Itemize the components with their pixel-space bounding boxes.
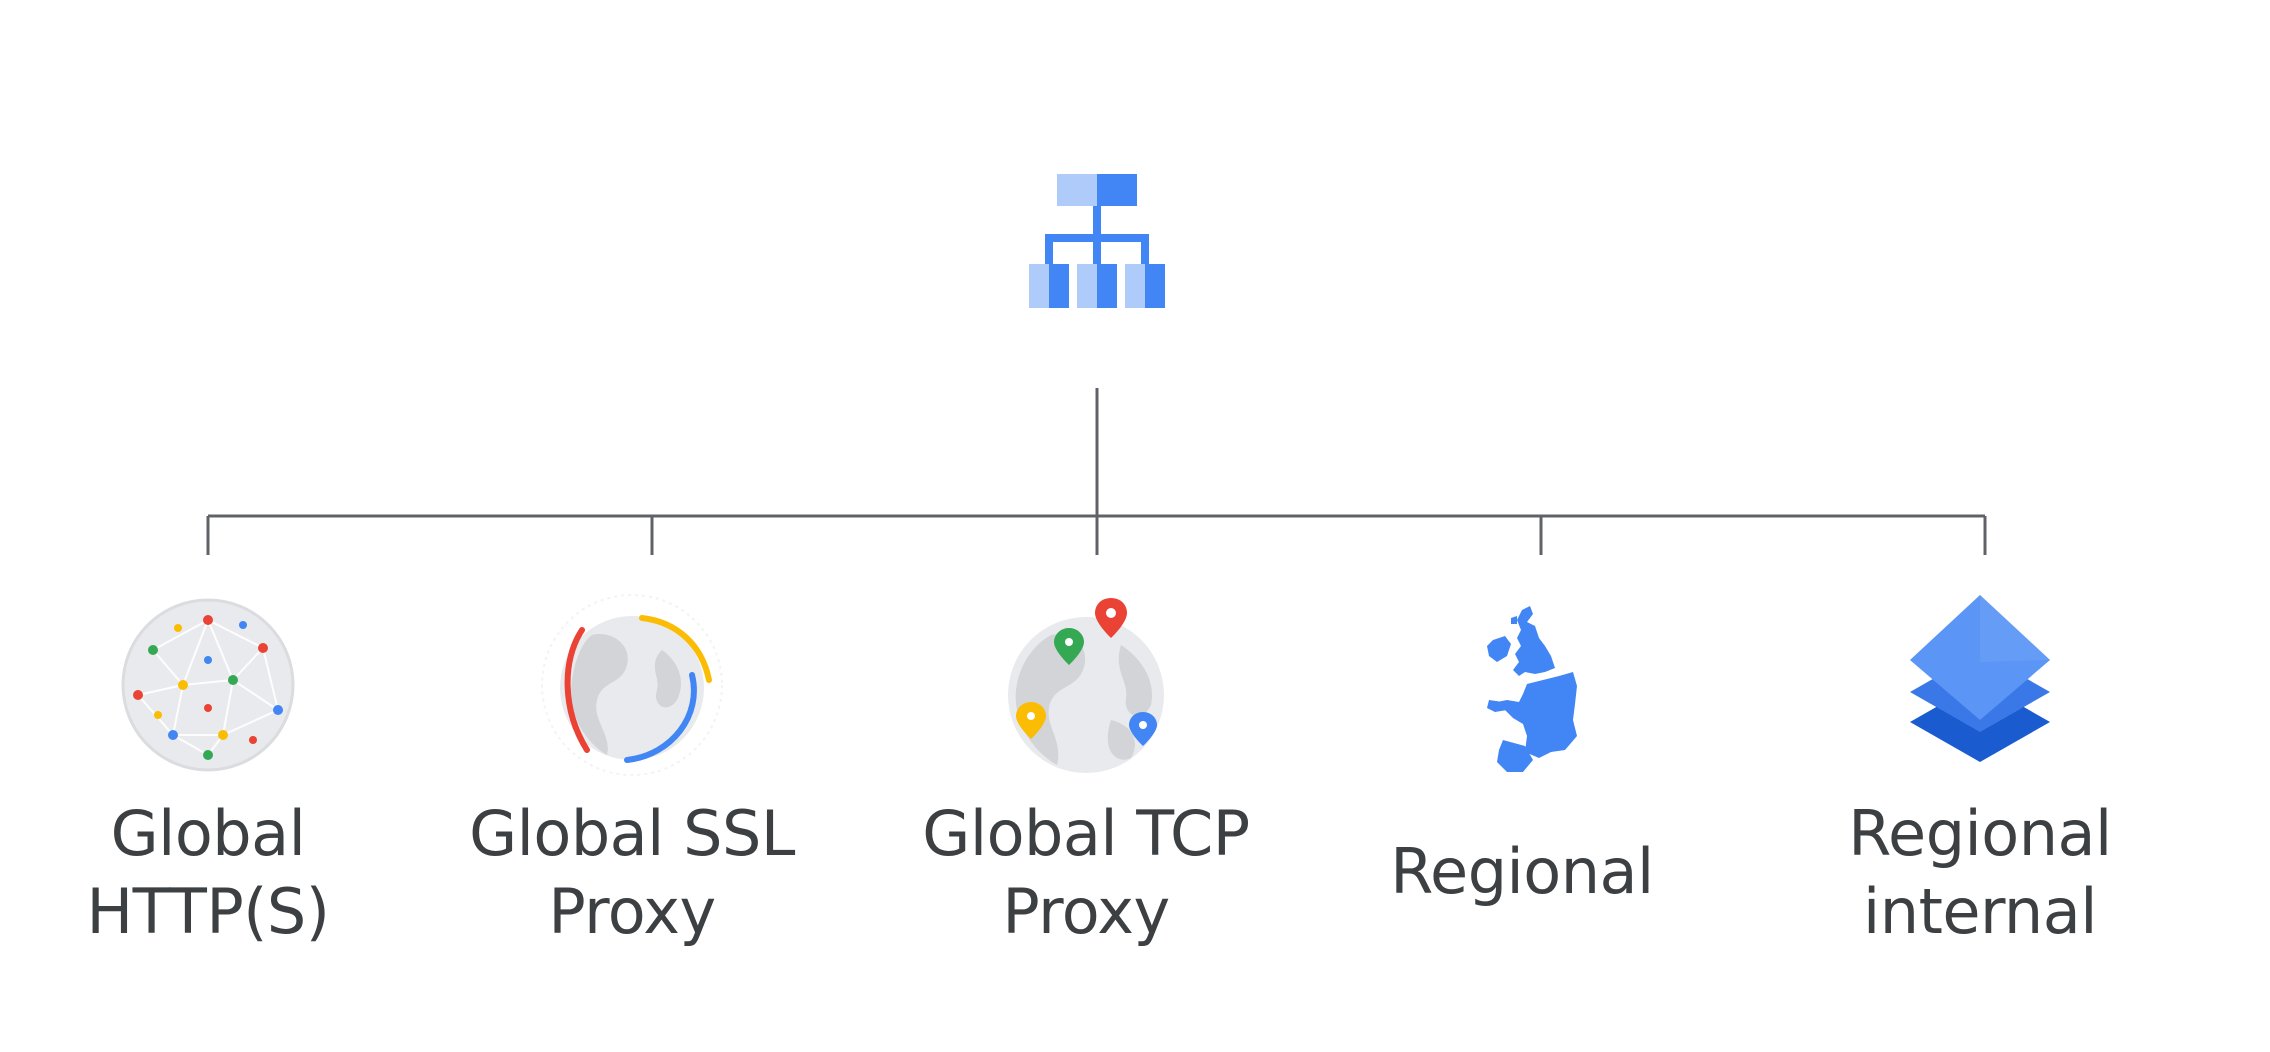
node-label: Regional internal: [1780, 795, 2180, 951]
node-label-line-1: Regional: [1390, 835, 1654, 908]
node-global-https: Global HTTP(S): [8, 590, 408, 970]
node-regional: Regional: [1322, 590, 1722, 970]
node-label: Regional: [1322, 833, 1722, 911]
load-balancer-icon: [1027, 171, 1167, 311]
node-regional-internal: Regional internal: [1780, 590, 2180, 970]
ssl-globe-icon: [537, 590, 727, 780]
node-global-ssl-proxy: Global SSL Proxy: [432, 590, 832, 970]
node-label-line-2: Proxy: [548, 875, 716, 948]
global-network-globe-icon: [113, 590, 303, 780]
node-label: Global SSL Proxy: [432, 795, 832, 951]
node-label-line-1: Regional: [1848, 797, 2112, 870]
node-label-line-1: Global TCP: [922, 797, 1250, 870]
node-label-line-2: HTTP(S): [86, 875, 330, 948]
node-label: Global TCP Proxy: [886, 795, 1286, 951]
node-global-tcp-proxy: Global TCP Proxy: [886, 590, 1286, 970]
globe-map-pins-icon: [991, 590, 1181, 780]
node-label: Global HTTP(S): [8, 795, 408, 951]
node-label-line-1: Global: [110, 797, 306, 870]
stacked-layers-icon: [1885, 590, 2075, 780]
europe-map-icon: [1427, 590, 1617, 780]
node-label-line-2: Proxy: [1002, 875, 1170, 948]
node-label-line-1: Global SSL: [469, 797, 795, 870]
node-label-line-2: internal: [1863, 875, 2097, 948]
